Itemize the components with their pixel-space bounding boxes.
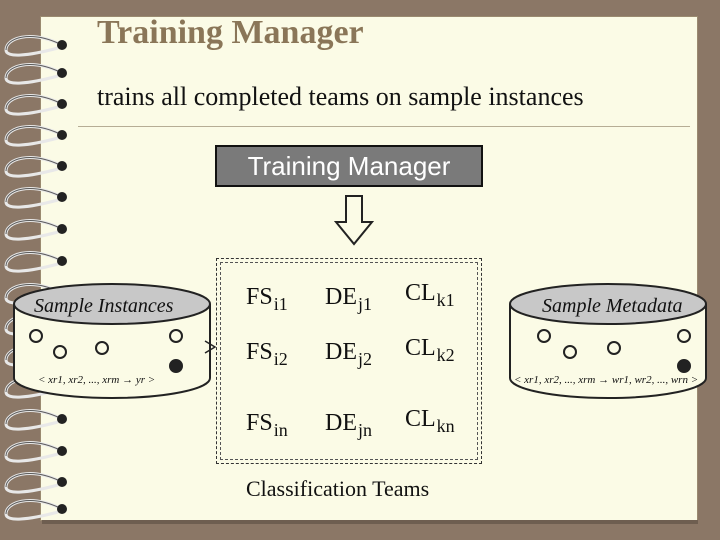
team-1-de: DEj1: [325, 284, 373, 314]
spiral-ring-icon: [4, 472, 67, 494]
sample-instances-label: Sample Instances: [34, 295, 174, 317]
title-divider: [78, 126, 690, 127]
down-arrow-icon: [334, 195, 374, 246]
spiral-ring-icon: [4, 63, 67, 85]
spiral-ring-icon: [4, 409, 67, 431]
team-2-cl: CLk2: [405, 335, 455, 365]
team-1-fs: FSi1: [246, 284, 288, 314]
page-edge: [42, 520, 698, 524]
team-n-de: DEjn: [325, 410, 373, 440]
database-cylinder-icon: [509, 283, 707, 399]
team-2-de: DEj2: [325, 339, 373, 369]
sample-instances-formula: < xr1, xr2, ..., xrm → yr >: [38, 374, 156, 386]
spiral-ring-icon: [4, 441, 67, 463]
sample-metadata-formula: < xr1, xr2, ..., xrm → wr1, wr2, ..., wr…: [514, 374, 699, 386]
spiral-ring-icon: [4, 156, 67, 178]
notebook-page: [40, 16, 698, 521]
spiral-ring-icon: [4, 94, 67, 116]
slide-title: Training Manager: [97, 14, 364, 51]
team-n-fs: FSin: [246, 410, 288, 440]
spiral-ring-icon: [4, 251, 67, 273]
team-1-cl: CLk1: [405, 280, 455, 310]
classification-teams-box: [216, 258, 482, 464]
pointer-arrow-icon: [204, 340, 216, 354]
database-cylinder-icon: [13, 283, 211, 399]
spiral-binding: [4, 35, 67, 521]
sample-metadata-label: Sample Metadata: [542, 295, 683, 317]
training-manager-box: Training Manager: [215, 145, 483, 187]
spiral-ring-icon: [4, 187, 67, 209]
classification-teams-caption: Classification Teams: [246, 476, 430, 501]
team-n-cl: CLkn: [405, 406, 455, 436]
spiral-ring-icon: [4, 35, 67, 57]
spiral-ring-icon: [4, 219, 67, 241]
team-2-fs: FSi2: [246, 339, 288, 369]
spiral-ring-icon: [4, 499, 67, 521]
spiral-ring-icon: [4, 125, 67, 147]
classification-teams-box-inner: [220, 262, 478, 460]
slide-subtitle: trains all completed teams on sample ins…: [97, 82, 584, 111]
